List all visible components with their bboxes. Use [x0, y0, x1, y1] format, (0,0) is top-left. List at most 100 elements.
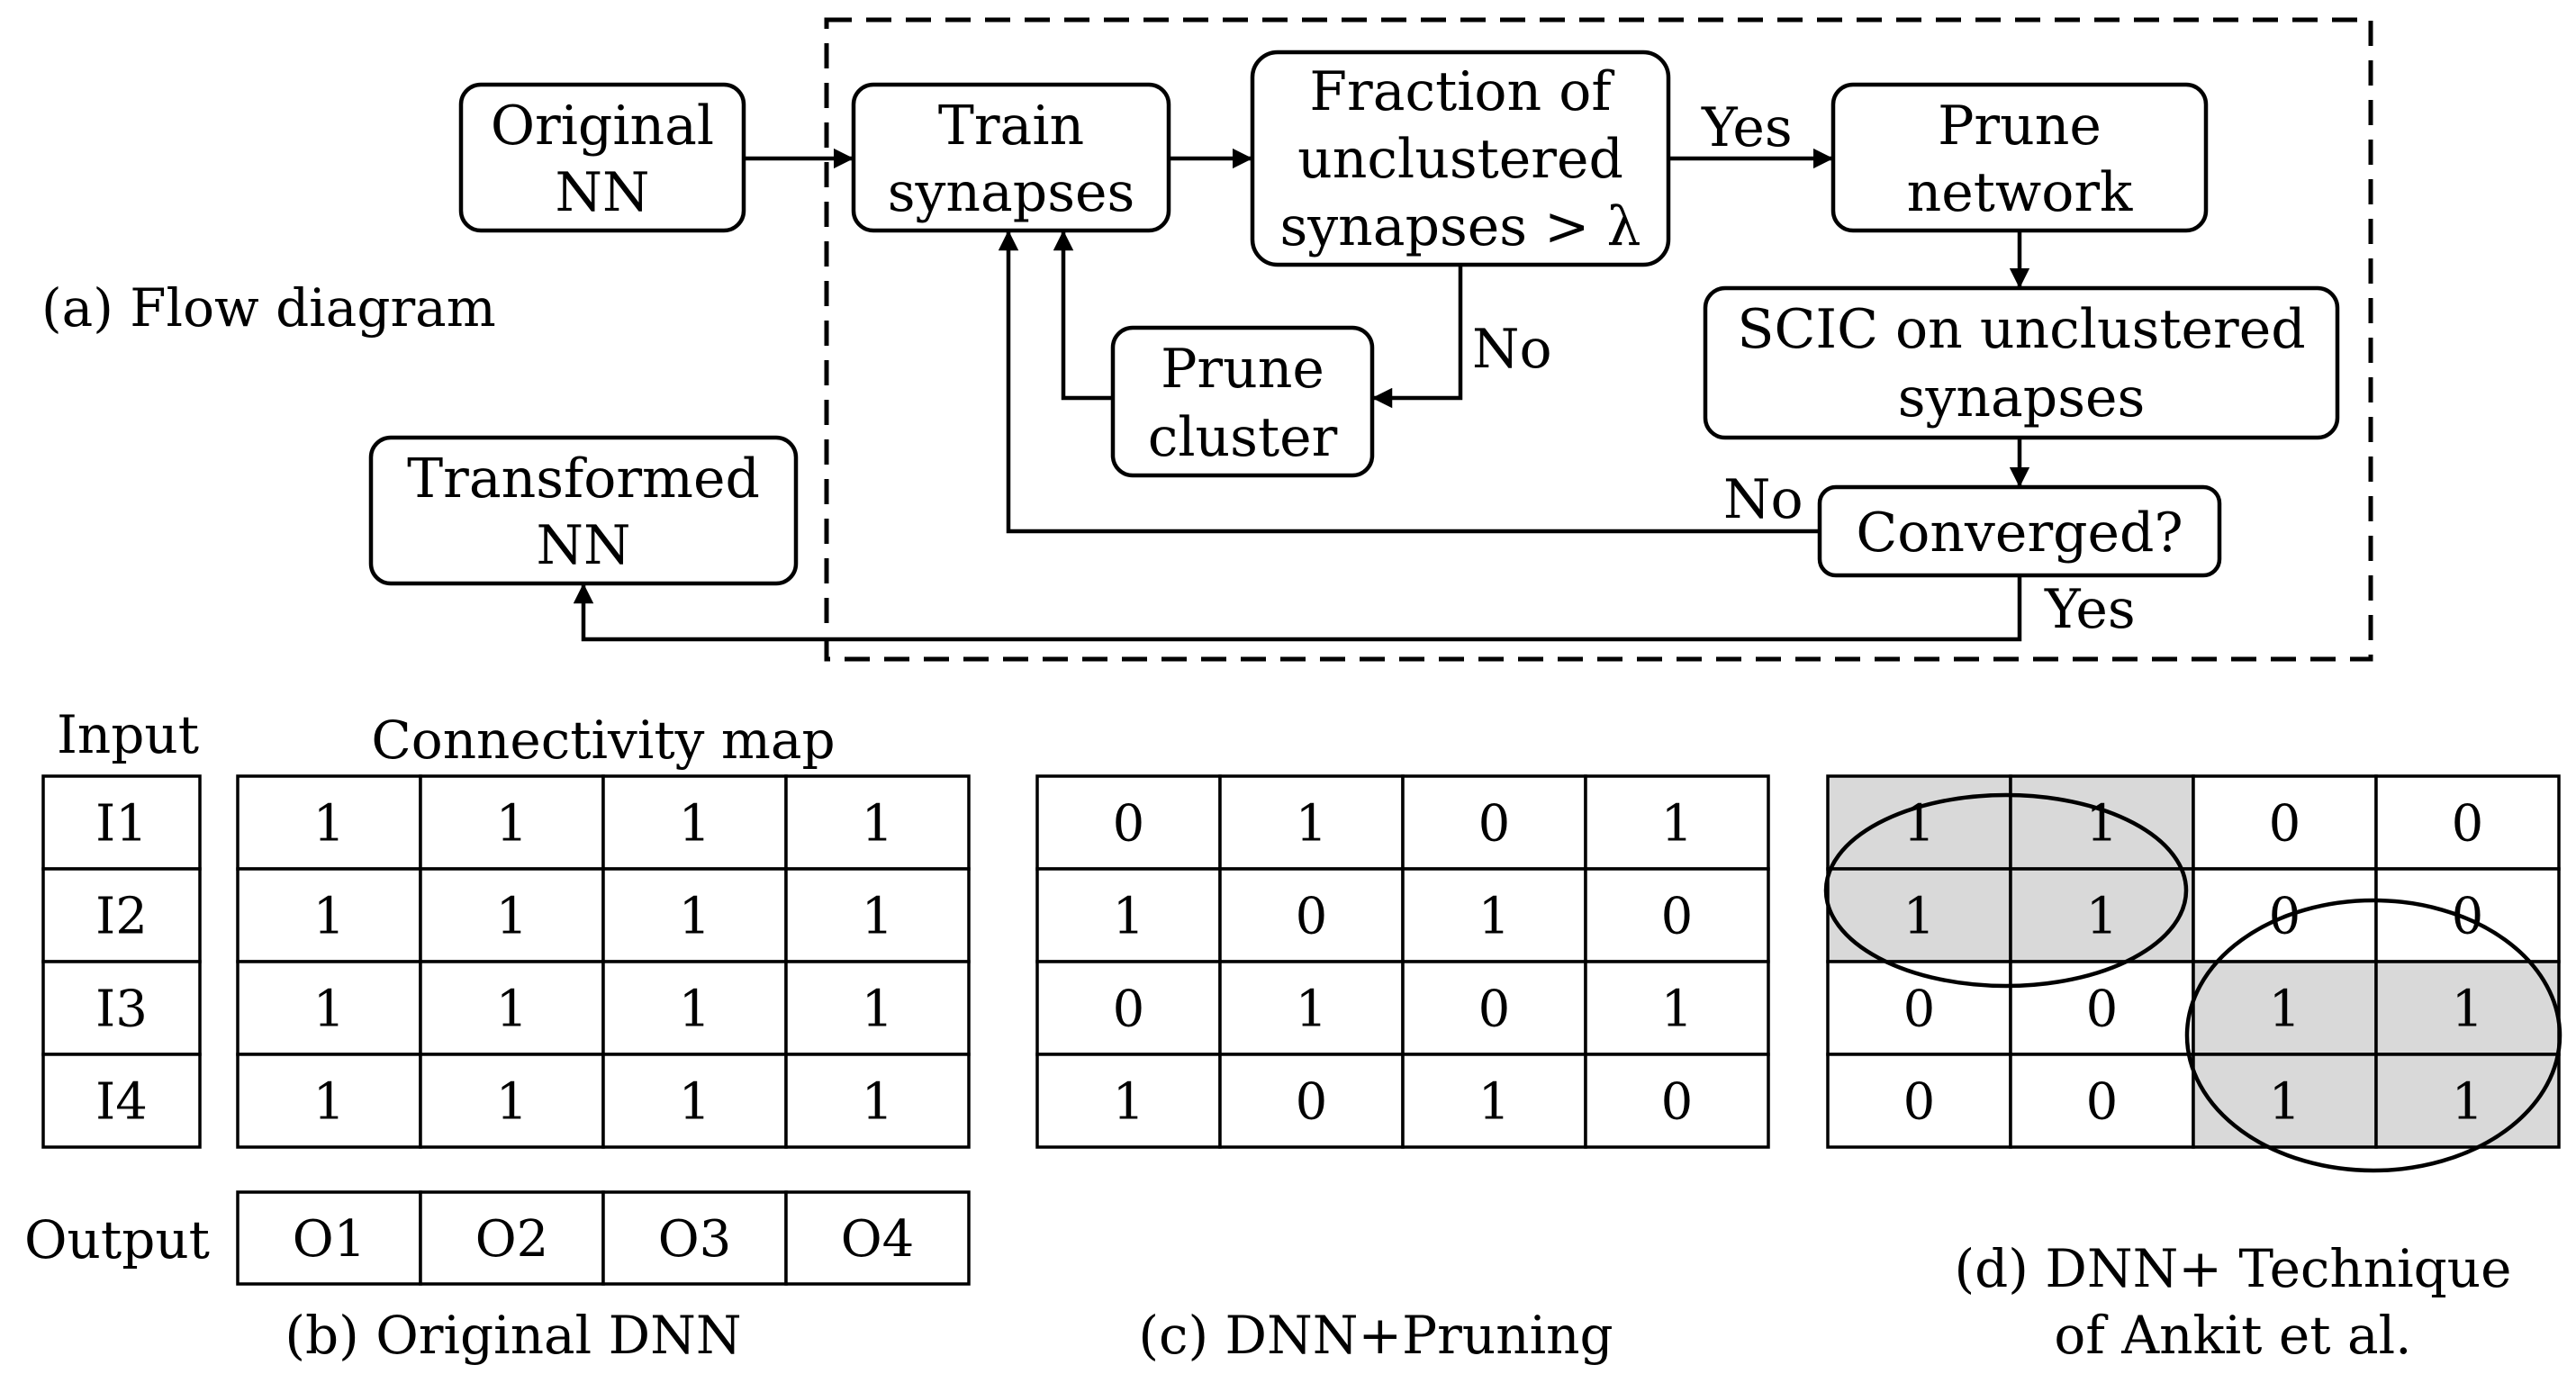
- original-cell-value: 1: [679, 888, 711, 946]
- fraction-line3: synapses > λ: [1279, 195, 1641, 258]
- fraction-line1: Fraction of: [1309, 60, 1614, 123]
- scic-box: SCIC on unclustered synapses: [1703, 285, 2340, 440]
- output-cell-value: O1: [293, 1210, 366, 1269]
- original-cell-value: 1: [862, 888, 894, 946]
- label-yes-fraction: Yes: [1701, 96, 1793, 159]
- prune-network-line1: Prune: [1938, 95, 2101, 158]
- output-cell-value: O2: [475, 1210, 549, 1269]
- input-cell-value: I1: [95, 795, 148, 854]
- original-cell-box: [601, 1053, 788, 1149]
- original-cell-value: 1: [313, 888, 346, 946]
- input-cell-value: I2: [95, 888, 148, 946]
- pruning-cell-value: 1: [1296, 795, 1328, 854]
- ankit-cell-box: [2009, 774, 2195, 871]
- pruning-cell-box: [1401, 867, 1587, 963]
- original-cell-value: 1: [679, 795, 711, 854]
- original-cell-value: 1: [313, 1073, 346, 1132]
- output-cell-box: [419, 1190, 605, 1286]
- output-label: Output: [24, 1209, 210, 1270]
- pruning-cell-value: 1: [1661, 981, 1694, 1039]
- ankit-cell-box: [2374, 1053, 2561, 1149]
- pruning-cell-box: [1218, 774, 1405, 871]
- label-yes-converged: Yes: [2044, 578, 2136, 641]
- pruning-cell-box: [1035, 960, 1222, 1056]
- ankit-cell-value: 0: [1903, 1073, 1936, 1132]
- pruning-cell-value: 0: [1661, 1073, 1694, 1132]
- cluster-oval-2: [2184, 898, 2562, 1173]
- pruning-cell-box: [1584, 774, 1770, 871]
- ankit-cell-box: [2374, 774, 2561, 871]
- pruning-cell-value: 0: [1661, 888, 1694, 946]
- output-cell-box: [236, 1190, 422, 1286]
- iteration-boundary: [824, 17, 2373, 662]
- train-synapses-line1: Train: [938, 95, 1084, 158]
- pruning-cell-value: 1: [1113, 1073, 1145, 1132]
- pruning-cell-box: [1035, 774, 1222, 871]
- original-cell-box: [601, 867, 788, 963]
- pruning-cell-value: 0: [1296, 1073, 1328, 1132]
- original-cell-value: 1: [679, 1073, 711, 1132]
- ankit-cell-value: 0: [2452, 795, 2484, 854]
- ankit-cell-box: [2192, 1053, 2378, 1149]
- prune-cluster-box: Prune cluster: [1110, 325, 1375, 478]
- pruning-cell-value: 0: [1113, 981, 1145, 1039]
- original-cell-value: 1: [496, 795, 529, 854]
- pruning-cell-value: 0: [1113, 795, 1145, 854]
- input-cell-box: [41, 960, 202, 1056]
- ankit-cell-value: 1: [1903, 888, 1936, 946]
- connectivity-header: Connectivity map: [371, 710, 835, 771]
- prune-cluster-line1: Prune: [1161, 338, 1324, 401]
- pruning-cell-box: [1584, 1053, 1770, 1149]
- caption-d-line2: of Ankit et al.: [2054, 1305, 2411, 1366]
- ankit-cell-value: 0: [1903, 981, 1936, 1039]
- ankit-cell-value: 0: [2269, 795, 2301, 854]
- ankit-cell-box: [2374, 867, 2561, 963]
- input-cell-value: I4: [95, 1073, 148, 1132]
- original-nn-box: Original NN: [458, 82, 746, 233]
- converged-label: Converged?: [1856, 502, 2183, 565]
- caption-b: (b) Original DNN: [285, 1305, 741, 1366]
- original-cell-value: 1: [496, 888, 529, 946]
- input-cell-box: [41, 867, 202, 963]
- ankit-cell-box: [1826, 960, 2012, 1056]
- train-synapses-box: Train synapses: [851, 82, 1171, 233]
- input-cell-box: [41, 774, 202, 871]
- original-cell-value: 1: [679, 981, 711, 1039]
- label-no-converged: No: [1723, 468, 1803, 531]
- ankit-cell-value: 1: [2452, 1073, 2484, 1132]
- caption-a: (a) Flow diagram: [41, 277, 496, 339]
- input-cell-box: [41, 1053, 202, 1149]
- original-cell-value: 1: [496, 981, 529, 1039]
- original-cell-value: 1: [313, 981, 346, 1039]
- ankit-cell-value: 1: [2086, 795, 2119, 854]
- pruning-cell-value: 1: [1478, 888, 1511, 946]
- pruning-cell-box: [1401, 774, 1587, 871]
- pruning-cell-value: 1: [1478, 1073, 1511, 1132]
- arrow-converged-no-to-train: [998, 230, 1820, 534]
- arrow-fraction-no-to-prune-cluster: [1371, 265, 1463, 409]
- fraction-line2: unclustered: [1297, 128, 1623, 191]
- ankit-cell-value: 1: [2086, 888, 2119, 946]
- converged-decision-box: Converged?: [1817, 484, 2222, 578]
- caption-d-line1: (d) DNN+ Technique: [1955, 1238, 2512, 1299]
- input-header: Input: [57, 704, 199, 765]
- pruning-cell-value: 0: [1478, 981, 1511, 1039]
- pruning-cell-box: [1401, 960, 1587, 1056]
- original-cell-value: 1: [496, 1073, 529, 1132]
- output-cell-value: O3: [658, 1210, 732, 1269]
- arrow-converged-yes-to-transformed: [573, 575, 2022, 642]
- original-nn-line2: NN: [556, 161, 650, 224]
- scic-line2: synapses: [1898, 366, 2146, 429]
- original-cell-box: [236, 1053, 422, 1149]
- flow-diagram: Original NN Train synapses Fraction of u…: [41, 17, 2373, 662]
- output-cell-box: [784, 1190, 971, 1286]
- original-cell-value: 1: [862, 795, 894, 854]
- ankit-cell-value: 0: [2086, 981, 2119, 1039]
